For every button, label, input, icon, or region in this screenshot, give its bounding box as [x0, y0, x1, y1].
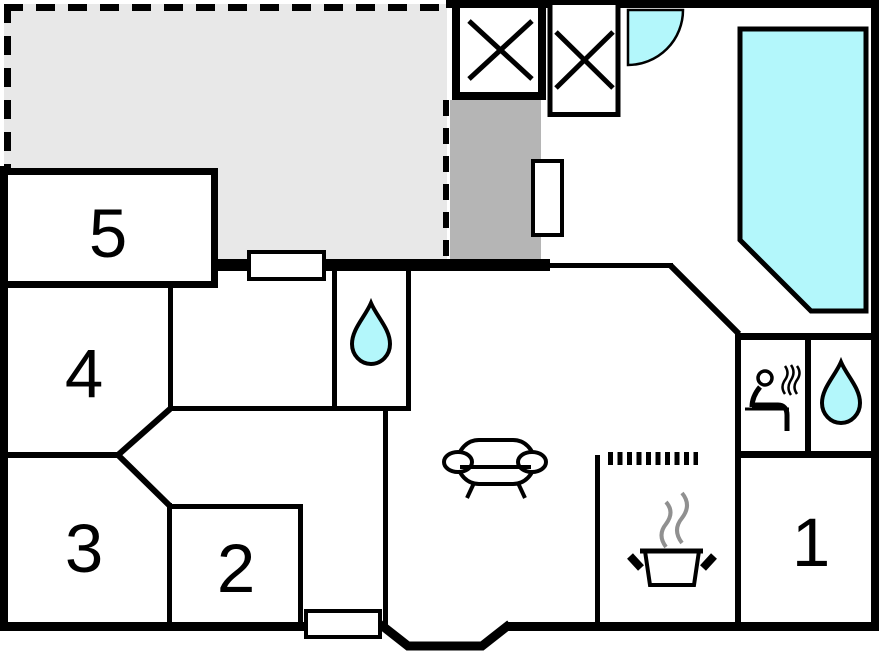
sauna-steam	[781, 365, 789, 395]
wall-midroom-left	[168, 284, 173, 411]
sofa-leg	[465, 482, 476, 499]
wardrobe-x-line	[554, 30, 615, 90]
sofa-leg	[516, 482, 527, 499]
sofa-icon	[442, 438, 548, 499]
water-drop-icon	[819, 356, 863, 425]
radiator-icon	[531, 159, 564, 237]
pot-handle	[627, 553, 644, 571]
wall-diagonal-room3	[115, 452, 174, 510]
pot-body	[642, 549, 702, 587]
wardrobe-x-line	[467, 19, 534, 81]
sauna-person-leg	[752, 402, 790, 431]
wall-diagonal-room4	[116, 406, 172, 458]
wardrobe-x-icon	[452, 0, 546, 100]
outer-wall-top	[446, 0, 879, 8]
room-5-label: 5	[89, 195, 127, 272]
window-icon	[304, 609, 382, 639]
sauna-steam	[787, 364, 795, 396]
wall-hall-top	[168, 406, 411, 411]
door-swing-icon	[626, 8, 685, 67]
room-3-label: 3	[65, 510, 103, 587]
wall-living-top	[548, 263, 673, 268]
wall-room3-right	[167, 503, 172, 625]
wall-right-block-left	[735, 333, 741, 625]
pot-steam	[675, 491, 689, 545]
wall-room3-top	[0, 452, 120, 458]
wall-diagonal-pool	[667, 262, 742, 337]
room-5-box	[0, 168, 218, 288]
pot-handle	[700, 553, 717, 571]
room-4-label: 4	[65, 335, 103, 412]
outer-wall-bottom-right	[506, 622, 879, 631]
sauna-steam	[793, 365, 801, 395]
room-1-label: 1	[792, 504, 830, 581]
swimming-pool-icon	[737, 26, 869, 314]
outer-wall-left	[0, 166, 8, 631]
pot-steam	[659, 500, 673, 549]
wall-sauna-divider	[805, 335, 811, 455]
wall-kitchen	[595, 455, 600, 625]
wall-living-left	[383, 406, 388, 626]
sauna-person-head	[756, 369, 774, 387]
wall-room2-right	[298, 504, 303, 625]
wall-room1-top	[735, 451, 876, 458]
window-icon	[247, 250, 326, 281]
stove-pot-icon	[627, 491, 717, 587]
outer-wall-right	[871, 0, 879, 631]
wardrobe-x-icon	[547, 0, 621, 117]
outer-wall-bay	[377, 620, 513, 651]
outer-wall-bottom-left	[0, 622, 386, 631]
wall-bath-left	[332, 263, 337, 411]
wall-room2-top	[168, 504, 303, 509]
sauna-person-icon	[745, 364, 801, 431]
entry-area	[450, 100, 541, 260]
room-2-label: 2	[217, 530, 255, 607]
water-drop-icon	[349, 297, 393, 366]
wall-bath-right	[406, 263, 411, 411]
